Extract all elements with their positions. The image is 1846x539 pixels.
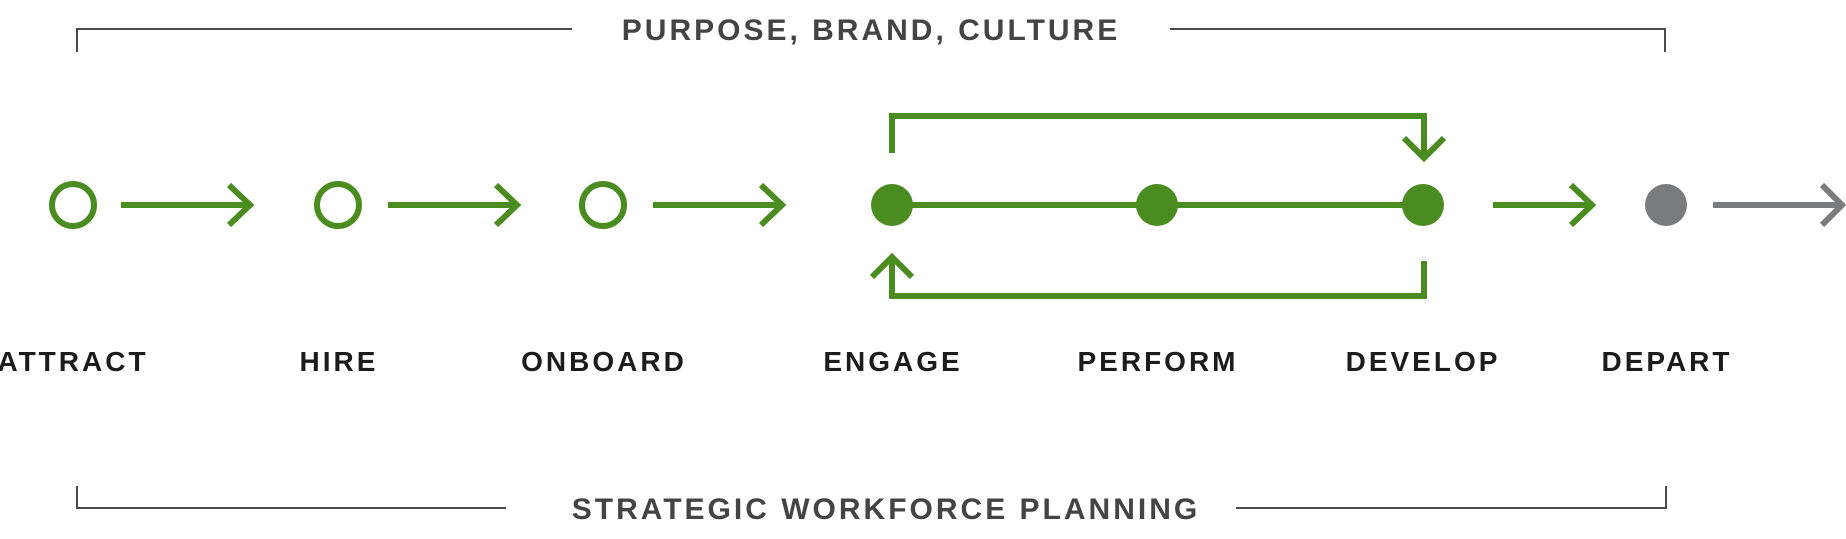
stage-label-hire: HIRE <box>300 346 379 377</box>
bottom-bracket-left-line <box>76 486 506 509</box>
stage-label-develop: DEVELOP <box>1346 346 1501 377</box>
top-bracket-left-line <box>76 28 572 52</box>
arrow-develop-to-depart <box>1493 182 1597 228</box>
top-bracket-label: PURPOSE, BRAND, CULTURE <box>622 14 1120 47</box>
stage-node-develop <box>1402 184 1444 226</box>
bottom-bracket: STRATEGIC WORKFORCE PLANNING <box>76 486 1667 526</box>
arrow-attract-to-hire <box>121 182 255 228</box>
loop-arrow-forward <box>889 113 1447 163</box>
stage-labels: ATTRACT HIRE ONBOARD ENGAGE PERFORM DEVE… <box>0 346 1732 377</box>
stage-nodes <box>49 181 1687 229</box>
stage-label-engage: ENGAGE <box>823 346 962 377</box>
bottom-bracket-right-line <box>1236 486 1667 509</box>
stage-label-depart: DEPART <box>1601 346 1732 377</box>
stage-connectors <box>121 182 1846 228</box>
bottom-bracket-label: STRATEGIC WORKFORCE PLANNING <box>572 493 1200 526</box>
loop-arrow-back <box>869 252 1427 299</box>
arrow-depart-exit <box>1713 182 1846 228</box>
stage-label-perform: PERFORM <box>1078 346 1239 377</box>
stage-node-hire <box>314 181 362 229</box>
top-bracket: PURPOSE, BRAND, CULTURE <box>76 14 1666 52</box>
stage-node-attract <box>49 181 97 229</box>
stage-label-onboard: ONBOARD <box>521 346 687 377</box>
stage-node-perform <box>1136 184 1178 226</box>
stage-node-engage <box>871 184 913 226</box>
stage-node-depart <box>1645 184 1687 226</box>
stage-node-onboard <box>579 181 627 229</box>
arrow-onboard-to-engage <box>653 182 787 228</box>
core-loop <box>869 113 1447 299</box>
stage-label-attract: ATTRACT <box>0 346 149 377</box>
arrow-hire-to-onboard <box>388 182 522 228</box>
top-bracket-right-line <box>1170 28 1666 52</box>
